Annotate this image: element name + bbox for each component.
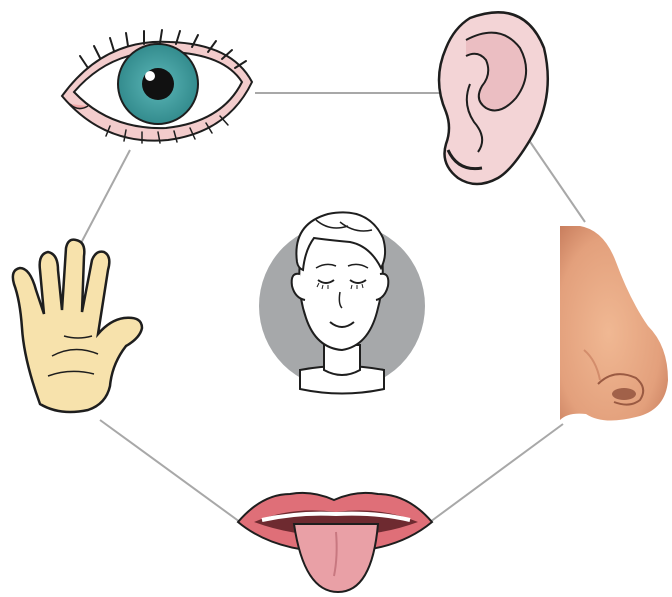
connector-ear-nose [522,130,585,222]
mouth-tongue-icon [238,493,432,592]
connector-nose-mouth [430,424,563,522]
ear-icon [439,12,548,184]
nose-icon [560,226,668,421]
hand-icon [13,240,142,412]
eye-icon [62,30,252,143]
connector-mouth-hand [100,420,240,522]
person-face-eyes-closed-icon [259,212,425,393]
connector-hand-eye [80,150,130,245]
